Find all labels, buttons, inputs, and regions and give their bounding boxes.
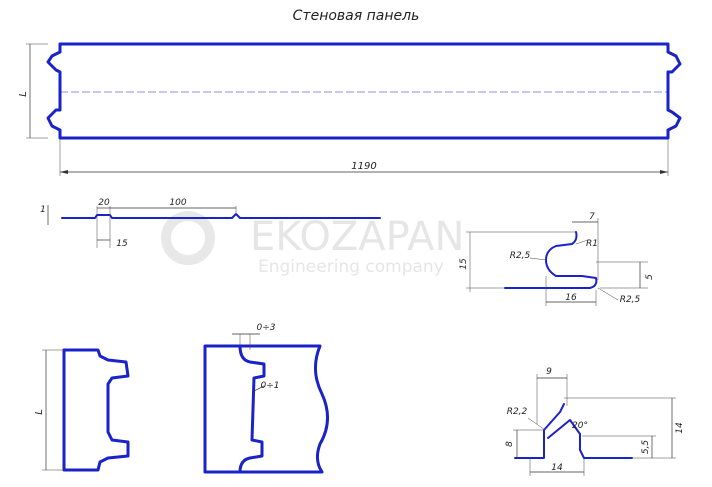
lock-detail: 15 7 R1 R2,5 5 16 R2,5 bbox=[459, 212, 655, 306]
panel-height-label: L bbox=[18, 91, 29, 97]
joint-section-lock-line bbox=[238, 344, 266, 474]
edge-r22: R2,2 bbox=[507, 407, 528, 417]
sheet-profile: 20 100 1 15 bbox=[40, 198, 381, 249]
edge-dim-5-5: 5,5 bbox=[641, 440, 651, 455]
lock-dim-15: 15 bbox=[459, 258, 469, 270]
watermark-subtitle: Engineering company bbox=[258, 257, 444, 277]
joint-gap-top: 0÷3 bbox=[257, 323, 276, 333]
joint-gap-mid: 0÷1 bbox=[261, 381, 280, 391]
watermark-name: EKOZAPAN bbox=[250, 214, 464, 260]
edge-dim-8: 8 bbox=[505, 441, 515, 447]
sheet-profile-line bbox=[61, 213, 381, 219]
lock-r25-bottom: R2,5 bbox=[620, 295, 641, 305]
panel-length-label: 1190 bbox=[351, 161, 376, 172]
end-section: L bbox=[34, 348, 130, 472]
joint-section-body bbox=[203, 344, 329, 474]
edge-detail: 9 R2,2 20° 14 8 5,5 14 bbox=[505, 367, 685, 476]
lock-r1: R1 bbox=[586, 239, 598, 249]
joint-section: 0÷3 0÷1 bbox=[203, 323, 329, 474]
lock-dim-16: 16 bbox=[565, 293, 577, 303]
watermark-gear-icon bbox=[161, 211, 215, 265]
main-panel: L 1190 bbox=[18, 42, 682, 176]
end-section-body bbox=[62, 348, 130, 472]
end-height-label: L bbox=[34, 409, 45, 415]
panel-body bbox=[46, 42, 682, 140]
edge-dim-14-horizontal: 14 bbox=[551, 463, 563, 473]
watermark: EKOZAPAN Engineering company bbox=[161, 211, 464, 277]
sheet-dim-100: 100 bbox=[169, 198, 186, 208]
drawing-title: Стеновая панель bbox=[293, 8, 420, 24]
lock-profile-line bbox=[504, 231, 598, 289]
lock-dim-7: 7 bbox=[589, 212, 595, 222]
sheet-dim-1: 1 bbox=[40, 205, 46, 215]
edge-profile-line bbox=[514, 403, 633, 459]
sheet-dim-15: 15 bbox=[116, 239, 128, 249]
lock-dim-5: 5 bbox=[645, 274, 655, 280]
edge-dim-9: 9 bbox=[546, 367, 552, 377]
lock-r25-top: R2,5 bbox=[510, 251, 531, 261]
edge-angle: 20° bbox=[572, 421, 588, 431]
edge-dim-14-vertical: 14 bbox=[675, 422, 685, 434]
sheet-dim-20: 20 bbox=[98, 198, 110, 208]
